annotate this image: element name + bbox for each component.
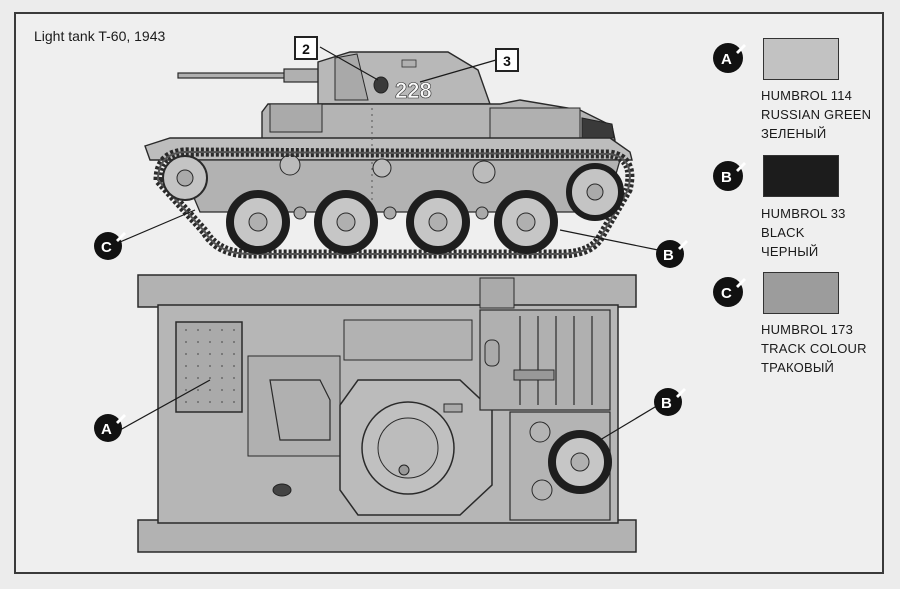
road-wheel-hub-1 (248, 212, 268, 232)
top-track-fender-upper (137, 274, 637, 308)
turret-hatch (377, 417, 439, 479)
return-roller (279, 154, 301, 176)
side-view: 228 (144, 51, 635, 259)
badge-b-top (654, 388, 682, 416)
badges: C B A B A B C (94, 43, 743, 442)
hatch-handle (398, 464, 410, 476)
legend-a-russian: ЗЕЛЕНЫЙ (761, 126, 827, 141)
legend-c-russian: ТРАКОВЫЙ (761, 360, 835, 375)
road-wheel-hub-2 (336, 212, 356, 232)
front-hatch-rivets (176, 322, 242, 412)
fuel-cap (484, 339, 500, 367)
badge-b-top-letter: B (661, 395, 672, 412)
spare-wheel-hub (570, 452, 590, 472)
driver-visor (269, 379, 331, 441)
badge-b-side (656, 240, 684, 268)
top-track-fender-lower (137, 519, 637, 553)
page-title: Light tank T-60, 1943 (34, 28, 166, 44)
periscope (443, 403, 463, 413)
turret-front-plate (334, 53, 369, 101)
badge-b-side-letter: B (663, 247, 674, 264)
idler-hub (586, 183, 604, 201)
legend-badge-a (713, 43, 743, 73)
turret-number: 228 (395, 78, 432, 103)
turret-emblem (373, 76, 389, 94)
rear-plate-1 (529, 421, 551, 443)
side-plate (472, 160, 496, 184)
exhaust (581, 117, 615, 139)
legend-b-russian: ЧЕРНЫЙ (761, 244, 819, 259)
engine-deck (489, 107, 581, 139)
legend-c-code: HUMBROL 173 (761, 322, 854, 337)
badge-a-top-letter: A (101, 421, 112, 438)
legend-swatch-b (763, 155, 839, 197)
engine-grille (519, 316, 593, 405)
badge-c-side-letter: C (101, 239, 112, 256)
legend-badge-b (713, 161, 743, 191)
legend-entry-b: HUMBROL 33 BLACK ЧЕРНЫЙ (761, 204, 846, 261)
brush-icon (116, 44, 746, 424)
legend-entry-a: HUMBROL 114 RUSSIAN GREEN ЗЕЛЕНЫЙ (761, 86, 871, 143)
marking-callout-3: 3 (495, 48, 519, 72)
leader-lines (119, 46, 661, 441)
side-hatch (372, 158, 392, 178)
legend-badge-c-letter: C (721, 285, 732, 302)
road-wheel-hub-3 (428, 212, 448, 232)
suspension-arm (475, 206, 489, 220)
legend-badge-a-letter: A (721, 51, 732, 68)
legend-b-name: BLACK (761, 225, 805, 240)
gun-top (513, 369, 555, 381)
legend-b-code: HUMBROL 33 (761, 206, 846, 221)
gun-barrel (177, 72, 289, 79)
road-wheels (226, 190, 558, 254)
tool-box (479, 277, 515, 309)
drive-sprocket-hub (176, 169, 194, 187)
suspension-arm (383, 206, 397, 220)
legend-a-name: RUSSIAN GREEN (761, 107, 872, 122)
legend-badge-c (713, 277, 743, 307)
rear-plate-2 (531, 479, 553, 501)
hatch-hinge (401, 59, 417, 68)
engine-grille-area (479, 309, 611, 411)
headlight (272, 483, 292, 497)
road-wheel-hub-4 (516, 212, 536, 232)
legend-a-code: HUMBROL 114 (761, 88, 853, 103)
legend-badge-b-letter: B (721, 169, 732, 186)
gun-mantlet (283, 68, 321, 83)
suspension-arm (293, 206, 307, 220)
legend-swatch-a (763, 38, 839, 80)
legend-c-name: TRACK COLOUR (761, 341, 867, 356)
driver-compartment (247, 355, 341, 457)
legend-entry-c: HUMBROL 173 TRACK COLOUR ТРАКОВЫЙ (761, 320, 867, 377)
marking-callout-2: 2 (294, 36, 318, 60)
badge-c-side (94, 232, 122, 260)
legend-swatch-c (763, 272, 839, 314)
badge-a-top (94, 414, 122, 442)
turret-ring-plate (343, 319, 473, 361)
driver-hatch (269, 103, 323, 133)
top-view (137, 274, 637, 553)
